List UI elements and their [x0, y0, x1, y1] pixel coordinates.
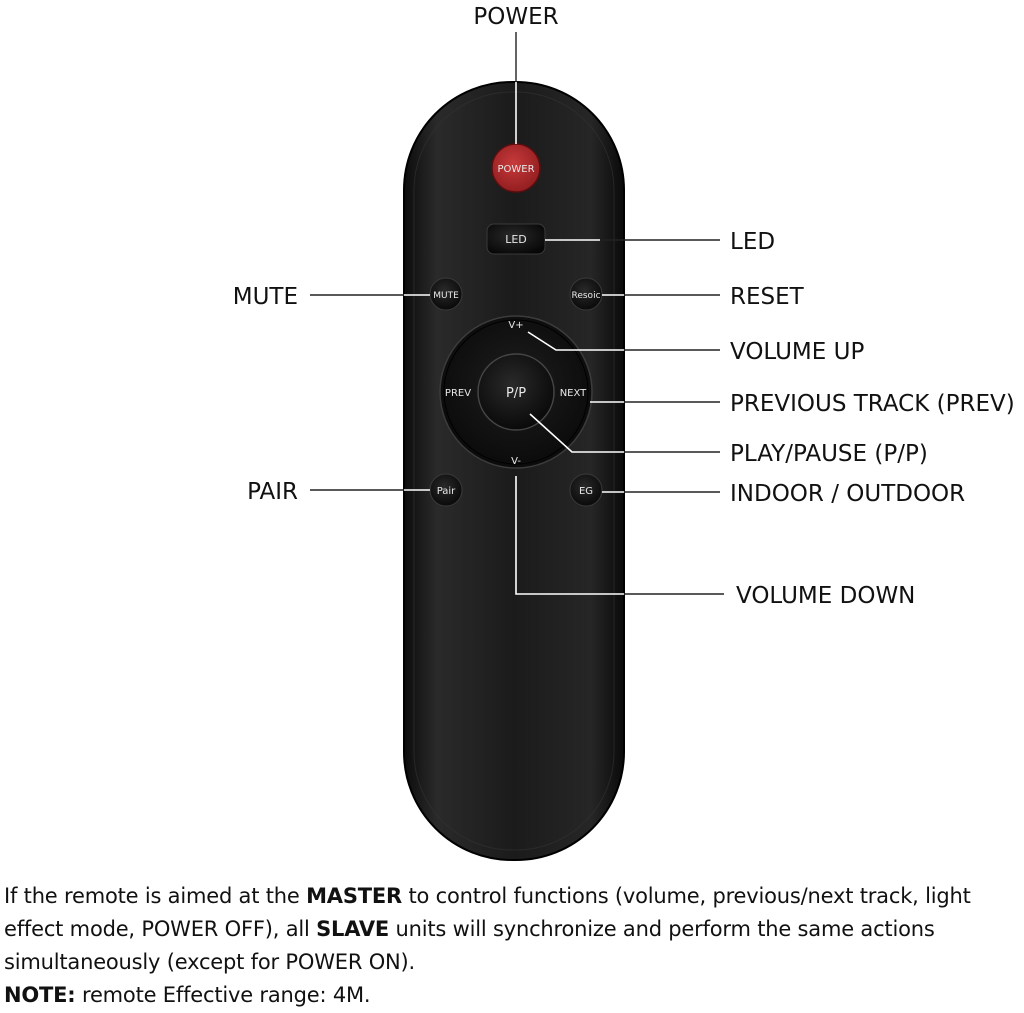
callout-previous-track: PREVIOUS TRACK (PREV) [730, 391, 1015, 417]
vminus-button[interactable]: V- [511, 456, 521, 467]
remote-diagram: POWER LED MUTE Resoic V+ PREV NEXT V- P/… [233, 4, 1015, 861]
callout-reset: RESET [730, 284, 805, 310]
callout-mute: MUTE [233, 284, 298, 310]
play-pause-button-label: P/P [506, 386, 526, 401]
usage-note: If the remote is aimed at the MASTER to … [4, 880, 1020, 1012]
pair-button-label: Pair [437, 486, 456, 497]
callout-pair: PAIR [247, 479, 298, 505]
eg-button-label: EG [579, 486, 593, 497]
power-button[interactable]: POWER [491, 143, 541, 193]
callout-power: POWER [473, 4, 558, 30]
power-button-label: POWER [497, 164, 534, 175]
pair-button[interactable]: Pair [429, 473, 463, 507]
callout-indoor-outdoor: INDOOR / OUTDOOR [730, 481, 965, 507]
callout-volume-down: VOLUME DOWN [736, 583, 915, 609]
callout-volume-up: VOLUME UP [730, 339, 864, 365]
next-button[interactable]: NEXT [560, 388, 587, 399]
note-label: NOTE: [4, 983, 76, 1007]
eg-button[interactable]: EG [569, 473, 603, 507]
leader-lines [310, 32, 724, 595]
prev-button[interactable]: PREV [445, 388, 471, 399]
slave-term: SLAVE [316, 917, 390, 941]
led-button-label: LED [505, 233, 527, 246]
master-term: MASTER [306, 884, 403, 908]
reset-button[interactable]: Resoic [569, 277, 603, 311]
led-button[interactable]: LED [486, 223, 546, 255]
vplus-button[interactable]: V+ [508, 320, 523, 331]
mute-button[interactable]: MUTE [429, 277, 463, 311]
play-pause-button[interactable]: P/P [477, 353, 555, 431]
note-line-1: If the remote is aimed at the MASTER to … [4, 884, 971, 908]
callout-play-pause: PLAY/PAUSE (P/P) [730, 441, 928, 467]
note-line-2: effect mode, POWER OFF), all SLAVE units… [4, 917, 935, 941]
note-line-3: simultaneously (except for POWER ON). [4, 950, 416, 974]
reset-button-label: Resoic [571, 291, 600, 301]
mute-button-label: MUTE [433, 291, 459, 301]
remote-body [403, 81, 625, 861]
callout-led: LED [730, 229, 775, 255]
note-line-4: NOTE: remote Effective range: 4M. [4, 983, 371, 1007]
